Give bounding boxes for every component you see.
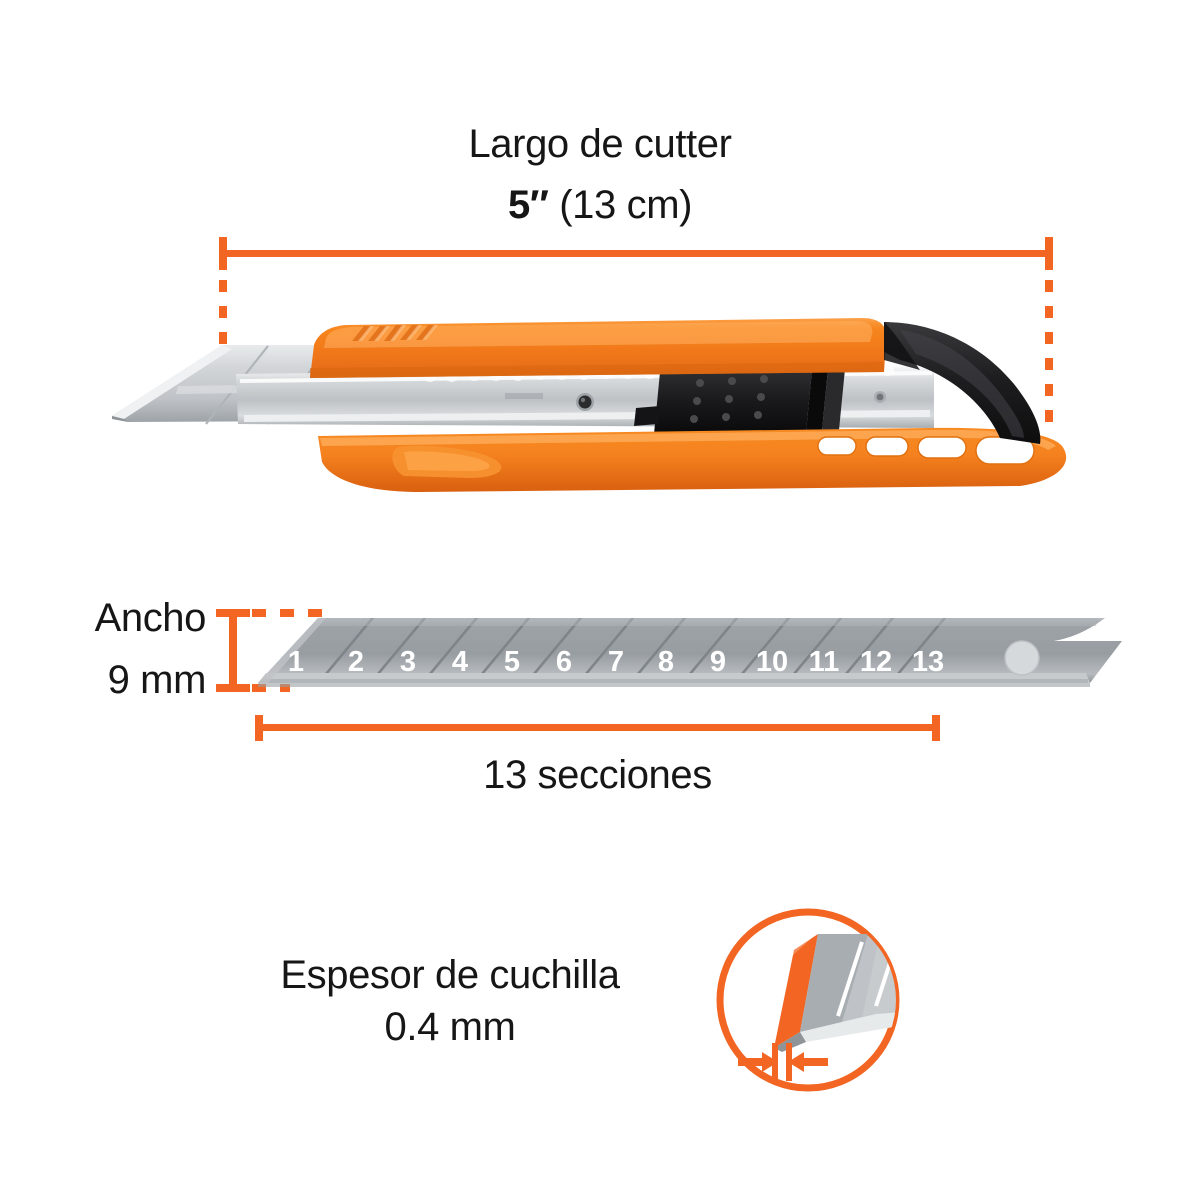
blade-hole	[1005, 641, 1039, 675]
sections-label: 13 secciones	[483, 753, 712, 797]
svg-text:5: 5	[504, 646, 520, 678]
svg-text:11: 11	[809, 646, 840, 678]
cutter-finger-holes	[817, 436, 1035, 465]
snap-off-blade: 1 2 3 4 5 6 7 8 9 10 11 12 13	[258, 618, 1122, 687]
thickness-arrow-indicator	[738, 1043, 828, 1081]
width-dimension-line	[216, 609, 336, 692]
thickness-value: 0.4 mm	[384, 1005, 516, 1049]
svg-text:2: 2	[348, 646, 364, 678]
svg-text:6: 6	[556, 646, 572, 678]
svg-text:12: 12	[860, 646, 892, 678]
width-value: 9 mm	[107, 658, 207, 702]
cutter-body-bottom	[318, 427, 1067, 492]
length-label: Largo de cutter	[468, 122, 732, 166]
cutter-body-top	[310, 318, 887, 378]
length-value: 5″ (13 cm)	[0, 183, 1200, 228]
cutter-slider	[634, 369, 845, 434]
thickness-label: Espesor de cuchilla	[280, 953, 620, 997]
thickness-detail-callout	[716, 908, 900, 1092]
width-label: Ancho	[94, 596, 207, 640]
length-dimension-line	[219, 237, 1053, 432]
svg-text:3: 3	[400, 646, 416, 678]
svg-text:1: 1	[288, 646, 304, 678]
svg-text:4: 4	[452, 646, 468, 678]
svg-text:13: 13	[912, 646, 944, 678]
svg-text:7: 7	[608, 646, 624, 678]
cutter-rear-cap	[884, 322, 1041, 444]
svg-text:10: 10	[756, 646, 788, 678]
sections-dimension-line	[255, 715, 940, 741]
svg-text:8: 8	[658, 646, 674, 678]
svg-text:9: 9	[710, 646, 726, 678]
cutter-knife-illustration	[112, 318, 1067, 492]
length-value-metric: (13 cm)	[559, 183, 693, 227]
blade-edge-front-face	[774, 934, 818, 1048]
length-value-inches: 5″	[507, 183, 549, 227]
blade-segment-numbers: 1 2 3 4 5 6 7 8 9 10 11 12 13	[288, 646, 944, 678]
